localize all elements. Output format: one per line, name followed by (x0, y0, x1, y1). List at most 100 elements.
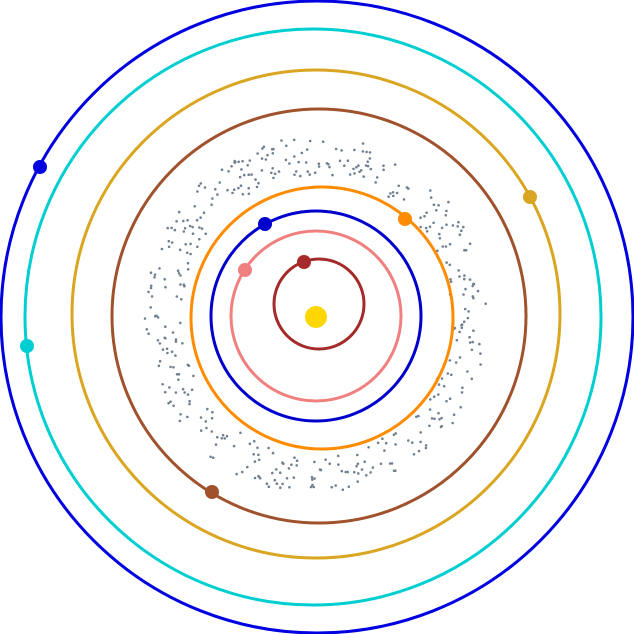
asteroid (306, 170, 310, 173)
orbit-4 (189, 185, 455, 451)
asteroid (437, 411, 440, 415)
asteroid (432, 221, 435, 225)
asteroid (471, 295, 475, 298)
asteroid (155, 314, 158, 318)
asteroid (463, 274, 466, 277)
asteroid (242, 173, 246, 177)
asteroid (172, 366, 175, 369)
asteroid (235, 472, 238, 476)
asteroid (297, 160, 301, 164)
asteroid (391, 191, 395, 194)
asteroid (328, 165, 331, 169)
asteroid (257, 475, 261, 479)
asteroid (270, 171, 273, 175)
asteroid (267, 485, 271, 489)
asteroid (271, 471, 274, 475)
asteroid (178, 419, 182, 423)
asteroid (464, 287, 467, 291)
asteroid (459, 406, 463, 409)
asteroid (284, 158, 288, 162)
asteroid (174, 391, 178, 394)
asteroid (327, 163, 330, 166)
asteroid (457, 220, 460, 224)
asteroid (254, 178, 257, 181)
asteroid (170, 350, 174, 354)
asteroid (389, 192, 392, 195)
asteroid (161, 348, 165, 351)
asteroid (313, 171, 317, 174)
asteroid (366, 160, 370, 163)
asteroid (437, 393, 440, 396)
asteroid (272, 176, 275, 180)
asteroid (183, 227, 187, 230)
asteroid (447, 200, 450, 204)
asteroid (368, 151, 372, 154)
asteroid (304, 161, 308, 164)
asteroid (198, 237, 201, 241)
asteroid (230, 165, 233, 168)
asteroid (353, 470, 356, 474)
asteroid (340, 149, 343, 152)
asteroid (174, 338, 178, 341)
asteroid (375, 176, 379, 179)
asteroid (248, 442, 252, 446)
asteroid (272, 147, 275, 151)
asteroid (428, 408, 432, 411)
asteroid (357, 472, 360, 475)
asteroid (428, 424, 431, 428)
asteroid (433, 417, 436, 421)
asteroid (462, 320, 466, 324)
asteroid (147, 290, 150, 294)
asteroid (156, 339, 160, 342)
asteroid (164, 285, 167, 289)
asteroid (384, 441, 388, 445)
asteroid (255, 185, 259, 189)
asteroid (449, 280, 453, 284)
asteroid (309, 485, 313, 489)
asteroid (262, 145, 266, 149)
asteroid (388, 462, 392, 465)
asteroid (430, 417, 434, 420)
asteroid (192, 374, 195, 378)
asteroid (168, 386, 171, 389)
asteroid (225, 434, 229, 438)
planet-8 (33, 160, 47, 174)
asteroid (257, 181, 260, 185)
asteroid (171, 331, 175, 334)
asteroid (364, 164, 368, 167)
asteroid (287, 467, 291, 470)
asteroid (158, 267, 161, 270)
asteroid (186, 268, 190, 271)
asteroid (368, 157, 372, 160)
orbit-7 (23, 27, 603, 607)
asteroid (313, 477, 316, 480)
asteroid (167, 245, 171, 249)
asteroid (200, 227, 204, 230)
asteroid (292, 138, 296, 142)
asteroid (210, 417, 214, 420)
asteroid (179, 274, 182, 277)
asteroid (466, 370, 469, 373)
asteroid (479, 352, 482, 355)
asteroid (429, 189, 432, 192)
planet-6 (523, 190, 537, 204)
asteroid (338, 159, 342, 163)
asteroid (429, 196, 433, 199)
asteroid (346, 159, 350, 162)
asteroid (271, 152, 275, 155)
asteroid (458, 356, 462, 359)
orbit-6 (70, 68, 562, 560)
asteroid (143, 317, 147, 320)
asteroid (381, 437, 384, 441)
asteroid (468, 242, 472, 245)
asteroid (440, 226, 444, 230)
asteroid (182, 219, 185, 223)
asteroid (444, 214, 448, 217)
asteroid (454, 361, 458, 364)
asteroid (184, 243, 187, 246)
asteroid-belt (143, 138, 488, 492)
asteroid (367, 446, 370, 449)
asteroid (466, 316, 470, 320)
asteroid (278, 471, 282, 475)
